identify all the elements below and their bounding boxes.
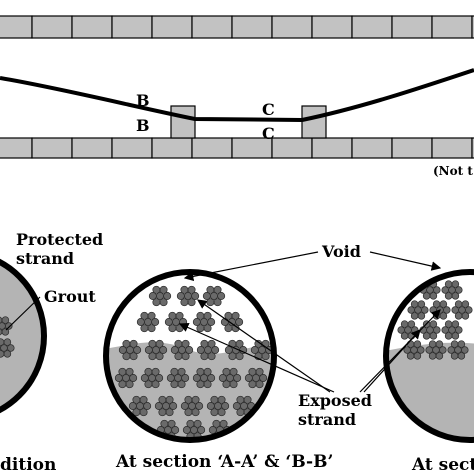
brick [111, 137, 153, 159]
strand-bundle-icon [218, 367, 242, 389]
top-brick-strip [0, 15, 474, 39]
strand-bundle-icon [447, 340, 469, 360]
brick [431, 15, 473, 39]
brick [31, 137, 73, 159]
strand-bundle-icon [118, 339, 142, 361]
exposed-leader-2 [178, 323, 335, 393]
exposed-strand-label-1: Exposed [298, 391, 372, 410]
section-right [383, 269, 474, 443]
brick [151, 137, 193, 159]
brick [151, 15, 193, 39]
strand-bundle-icon [196, 339, 220, 361]
brick [71, 15, 113, 39]
protected-strand-label-1: Protected [16, 230, 103, 249]
void-arrow-mid [183, 251, 319, 282]
section-intact [0, 252, 47, 420]
protected-strand-label-2: strand [16, 249, 74, 268]
void-arrow-right [369, 251, 442, 271]
brick [431, 137, 473, 159]
brick [351, 15, 393, 39]
strand-bundle-icon [170, 339, 194, 361]
strand-bundle-icon [206, 395, 230, 417]
strand-bundle-icon [114, 367, 138, 389]
section-a-a-b-b [103, 269, 277, 443]
strand-bundle-icon [441, 320, 463, 340]
brick [191, 15, 233, 39]
strand-bundle-icon [441, 280, 463, 300]
brick [111, 15, 153, 39]
brick [351, 137, 393, 159]
brick [391, 15, 433, 39]
tendon-profile [0, 68, 474, 123]
label-b-lower: B [136, 116, 150, 135]
brick [311, 137, 353, 159]
strand-bundle-icon [0, 338, 15, 358]
strand-bundle-icon [144, 339, 168, 361]
strand-bundle-icon [176, 285, 200, 307]
strand-bundle-icon [154, 395, 178, 417]
strand-bundle-icon [192, 367, 216, 389]
strand-bundle-icon [244, 367, 268, 389]
brick [271, 137, 313, 159]
exposed-leader-3 [359, 309, 441, 393]
strand-bundle-icon [166, 367, 190, 389]
caption-middle: At section ‘A-A’ & ‘B-B’ [115, 452, 333, 472]
caption-right: At secti [411, 455, 474, 474]
strand-bundle-icon [0, 316, 13, 336]
raised-block-right [301, 105, 327, 139]
strand-bundle-icon [220, 311, 244, 333]
strand-bundle-icon [250, 339, 274, 361]
brick [231, 15, 273, 39]
brick [471, 15, 474, 39]
strand-bundle-icon [136, 311, 160, 333]
grout-leader-line [5, 296, 41, 331]
brick [311, 15, 353, 39]
brick [71, 137, 113, 159]
void-label: Void [321, 242, 361, 261]
strand-bundle-icon [202, 285, 226, 307]
brick [271, 15, 313, 39]
brick [391, 137, 433, 159]
strand-bundle-icon [451, 300, 473, 320]
label-c-lower: C [262, 124, 275, 143]
strand-bundle-icon [419, 280, 441, 300]
strand-bundle-icon [407, 300, 429, 320]
brick [0, 15, 33, 39]
strand-bundle-icon [425, 340, 447, 360]
duct-elevation: B B C C (Not t [0, 15, 474, 178]
strand-bundle-icon [128, 395, 152, 417]
brick [31, 15, 73, 39]
strand-bundle-icon [140, 367, 164, 389]
strand-bundle-icon [180, 395, 204, 417]
brick [191, 137, 233, 159]
exposed-strand-label-2: strand [298, 410, 356, 429]
label-c-upper: C [262, 100, 275, 119]
bottom-brick-strip [0, 137, 474, 159]
raised-block-left [170, 105, 196, 139]
exposed-leader-1 [197, 299, 331, 393]
annotations: Protected strand Grout Void Exposed stra… [0, 230, 474, 474]
brick [471, 137, 474, 159]
brick [0, 137, 33, 159]
label-b-upper: B [136, 91, 150, 110]
grout-label: Grout [44, 287, 96, 306]
caption-left: dition [0, 455, 56, 474]
strand-bundle-icon [148, 285, 172, 307]
not-to-scale-note: (Not t [433, 164, 473, 178]
strand-bundle-icon [192, 311, 216, 333]
exposed-leader-4 [363, 329, 421, 393]
